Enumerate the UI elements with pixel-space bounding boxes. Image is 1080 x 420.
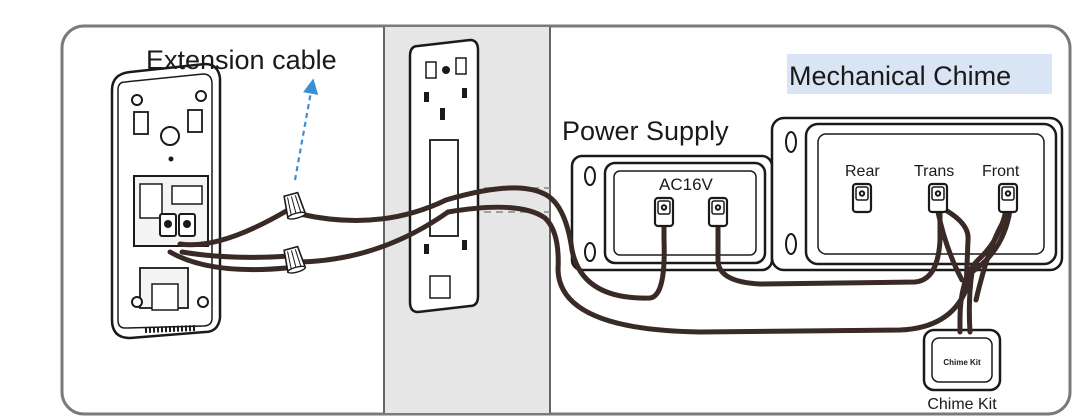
chime-kit-label: Chime Kit — [927, 396, 997, 413]
terminal-rear — [851, 182, 873, 214]
terminal-front — [997, 182, 1019, 214]
mechanical-chime-label-bg — [787, 54, 1052, 94]
mechanical-chime — [770, 116, 1064, 272]
terminal-ps-right — [707, 196, 729, 228]
ac-voltage-label: AC16V — [659, 175, 714, 194]
rear-terminal-label: Rear — [845, 163, 880, 180]
doorbell-device — [110, 62, 222, 340]
front-terminal-label: Front — [982, 163, 1020, 180]
chime-kit-box-label: Chime Kit — [943, 358, 981, 367]
power-supply-label: Power Supply — [562, 116, 729, 146]
wires — [167, 185, 1013, 335]
extension-arrow-icon — [293, 78, 319, 181]
terminal-ps-left — [653, 196, 675, 228]
trans-terminal-label: Trans — [914, 163, 954, 180]
terminal-trans — [927, 182, 949, 214]
extension-cable-label: Extension cable — [146, 45, 337, 75]
mechanical-chime-label: Mechanical Chime — [789, 61, 1011, 91]
chime-kit-module — [922, 328, 1002, 392]
mounting-bracket — [408, 38, 480, 314]
